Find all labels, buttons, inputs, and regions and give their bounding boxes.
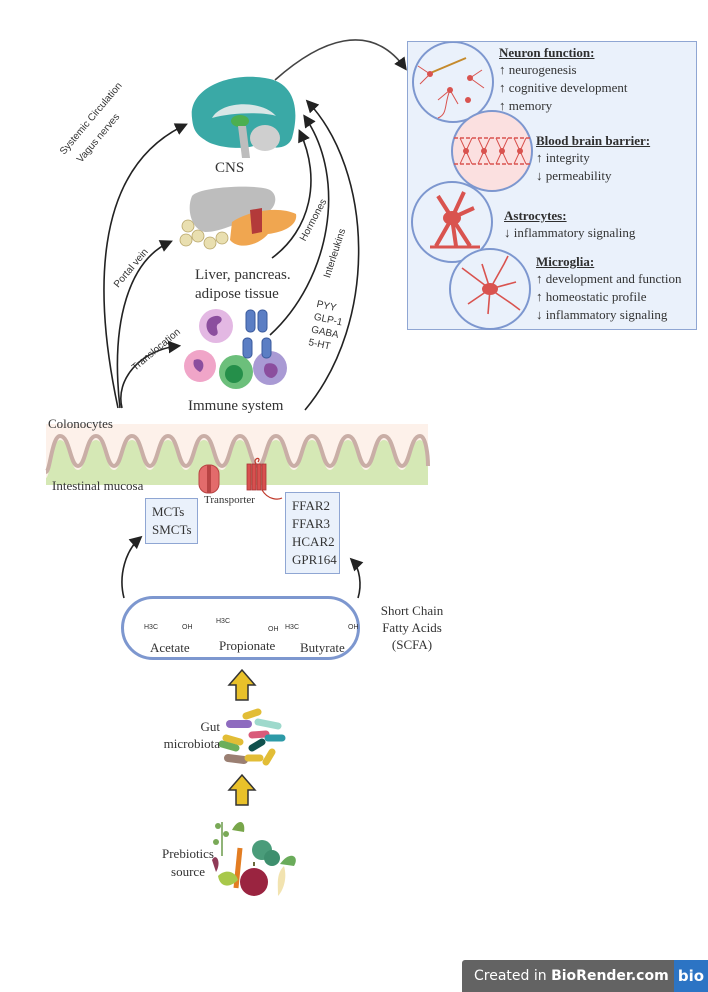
propionate-label: Propionate — [219, 638, 276, 653]
liver-label-line2: adipose tissue — [195, 286, 279, 302]
arrow-up-icon: ↑ — [499, 62, 506, 77]
arrow-up-icon: ↑ — [536, 150, 543, 165]
prebiotics-line2: source — [171, 864, 205, 879]
neuron-circle — [412, 42, 494, 123]
arrow-up-icon: ↑ — [536, 289, 543, 304]
transporter-label: Transporter — [204, 494, 255, 506]
butyrate-formula-left: H3C — [285, 624, 300, 631]
gut-microbiota-line1: Gut — [200, 719, 221, 734]
interleukins-arrow — [269, 114, 330, 336]
hormones-arrow — [271, 129, 312, 259]
arrow-down-icon: ↓ — [504, 225, 511, 240]
propionate-formula-right: OH — [268, 626, 279, 633]
signals-arrow — [304, 99, 360, 411]
colonocytes-label: Colonocytes — [48, 416, 113, 431]
bbb-circle — [451, 110, 533, 192]
prebiotics-line1: Prebiotics — [162, 846, 214, 861]
gut-microbiota-label: Gut microbiota — [158, 718, 220, 752]
arrow-down-icon: ↓ — [536, 168, 543, 183]
liver-pancreas-illustration — [179, 186, 297, 250]
prebiotics-to-microbiota-arrow — [227, 773, 257, 806]
biorender-badge[interactable]: Created in BioRender.com bio — [462, 960, 708, 992]
bbb-section: Blood brain barrier: ↑ integrity ↓ perme… — [536, 133, 650, 185]
arrow-up-icon: ↑ — [536, 271, 543, 286]
scfa-title: Short Chain Fatty Acids (SCFA) — [376, 602, 448, 653]
scfa-title-line1: Short Chain — [380, 603, 444, 618]
effect-text: neurogenesis — [508, 62, 577, 77]
vegetables-illustration — [212, 821, 296, 896]
astrocytes-section: Astrocytes: ↓ inflammatory signaling — [504, 208, 635, 242]
effect-item: ↑ memory — [499, 97, 628, 115]
effect-text: development and function — [545, 271, 682, 286]
receptor-gpr164: GPR164 — [292, 552, 337, 567]
gut-microbiota-line2: microbiota — [163, 736, 220, 751]
effect-item: ↑ cognitive development — [499, 79, 628, 97]
astrocyte-circle — [411, 181, 493, 263]
effect-item: ↓ inflammatory signaling — [504, 224, 635, 242]
arrow-up-icon: ↑ — [499, 98, 506, 113]
neuron-function-section: Neuron function: ↑ neurogenesis ↑ cognit… — [499, 45, 628, 115]
effect-text: integrity — [545, 150, 590, 165]
created-in-text: Created in — [474, 968, 552, 984]
receptor-ffar3: FFAR3 — [292, 516, 331, 531]
cns-cell-illustrations — [411, 42, 533, 330]
effect-item: ↓ permeability — [536, 167, 650, 185]
cns-effects-panel: Neuron function: ↑ neurogenesis ↑ cognit… — [407, 41, 697, 330]
scfa-capsule — [121, 596, 360, 660]
immune-cells-illustration — [184, 309, 287, 389]
arrow-down-icon: ↓ — [536, 307, 543, 322]
effect-item: ↑ integrity — [536, 149, 650, 167]
biorender-credit: Created in BioRender.com — [462, 968, 674, 984]
propionate-formula-left: H3C — [216, 618, 231, 625]
immune-system-label: Immune system — [188, 398, 284, 414]
acetate-formula-left: H3C — [144, 624, 159, 631]
transporters-box: MCTs SMCTs — [145, 498, 198, 544]
liver-label-line1: Liver, pancreas. — [195, 267, 291, 283]
transporter-smcts: SMCTs — [152, 522, 192, 537]
neuron-function-title: Neuron function: — [499, 45, 595, 60]
prebiotics-source-label: Prebiotics source — [160, 845, 216, 881]
acetate-formula-right: OH — [182, 624, 193, 631]
effect-text: inflammatory signaling — [513, 225, 636, 240]
intestinal-lining — [44, 424, 430, 500]
effect-item: ↑ neurogenesis — [499, 61, 628, 79]
translocation-arrow — [120, 340, 182, 409]
effect-text: memory — [508, 98, 553, 113]
scfa-title-line3: (SCFA) — [391, 637, 433, 652]
receptor-ffar2: FFAR2 — [292, 498, 331, 513]
astrocytes-title: Astrocytes: — [504, 208, 567, 223]
microbiota-to-scfa-arrow — [227, 668, 257, 701]
butyrate-label: Butyrate — [300, 640, 345, 655]
brain-illustration — [191, 76, 296, 158]
effect-item: ↑ development and function — [536, 270, 682, 288]
effect-text: homeostatic profile — [545, 289, 647, 304]
microglia-circle — [449, 248, 531, 330]
systemic-circulation-arrow — [103, 123, 188, 409]
effect-item: ↓ inflammatory signaling — [536, 306, 682, 324]
bacteria-illustration — [218, 708, 286, 766]
receptors-box: FFAR2 FFAR3 HCAR2 GPR164 — [285, 492, 340, 574]
scfa-title-line2: Fatty Acids — [382, 620, 442, 635]
receptor-hcar2: HCAR2 — [292, 534, 335, 549]
microglia-section: Microglia: ↑ development and function ↑ … — [536, 254, 682, 324]
effect-item: ↑ homeostatic profile — [536, 288, 682, 306]
arrow-up-icon: ↑ — [499, 80, 506, 95]
portal-vein-arrow — [116, 240, 173, 409]
butyrate-formula-right: OH — [348, 624, 359, 631]
cns-label: CNS — [215, 160, 245, 176]
effect-text: inflammatory signaling — [545, 307, 668, 322]
bbb-title: Blood brain barrier: — [536, 133, 651, 148]
intestinal-mucosa-label: Intestinal mucosa — [52, 478, 144, 493]
transporter-mcts: MCTs — [152, 504, 185, 519]
scfa-to-receptors-arrow — [349, 557, 364, 599]
acetate-label: Acetate — [150, 640, 190, 655]
microglia-title: Microglia: — [536, 254, 595, 269]
scfa-to-transporters-arrow — [121, 535, 143, 599]
effect-text: permeability — [545, 168, 612, 183]
cns-to-panel-arrow — [274, 39, 407, 81]
effect-text: cognitive development — [508, 80, 628, 95]
biorender-logo-icon: bio — [674, 960, 708, 992]
biorender-brand: BioRender.com — [551, 968, 669, 984]
